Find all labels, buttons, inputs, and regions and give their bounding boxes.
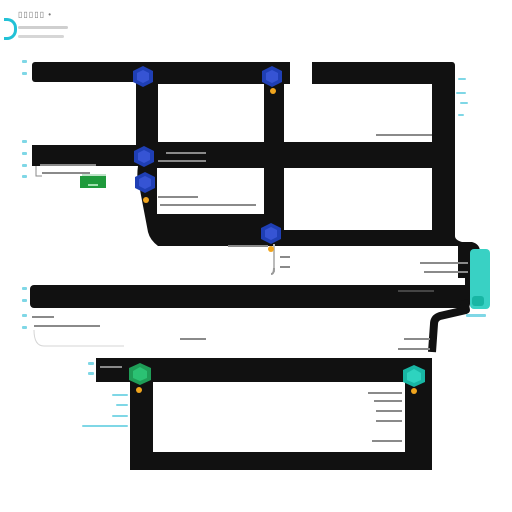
cube-icon[interactable] [129, 363, 151, 385]
header-line [18, 35, 64, 38]
cube-icon[interactable] [262, 66, 282, 87]
horizontal-bar [30, 285, 470, 308]
header-line [18, 26, 68, 29]
orange-dot-icon [143, 197, 149, 203]
exit-highlight [472, 296, 484, 306]
orange-dot-icon [136, 387, 142, 393]
orange-dot-icon [411, 388, 417, 394]
cube-icon[interactable] [261, 223, 281, 244]
cube-icon[interactable] [135, 172, 155, 193]
callouts-left [22, 60, 128, 427]
expand-button-icon [88, 183, 98, 186]
orange-dot-icon [270, 88, 276, 94]
nodes [129, 66, 425, 387]
upper-frame-fill [136, 62, 158, 166]
exit-connector-icon [470, 249, 490, 309]
bracket [35, 166, 42, 177]
header: ▯▯▯▯▯ • [4, 8, 124, 48]
header-title: ▯▯▯▯▯ • [18, 10, 53, 19]
expand-button[interactable] [80, 176, 106, 188]
cube-icon[interactable] [134, 146, 154, 167]
markers [136, 88, 417, 394]
cube-icon[interactable] [133, 66, 153, 87]
node-marks [137, 91, 149, 95]
logo-icon [4, 18, 17, 40]
button-bar [82, 174, 106, 176]
upper-block [32, 62, 480, 296]
callouts-right [456, 78, 486, 317]
drain-hook [270, 267, 275, 275]
connector [428, 299, 470, 353]
orange-dot-icon [268, 246, 274, 252]
bracket [33, 329, 124, 347]
cube-icon[interactable] [403, 365, 425, 387]
corridor-left-upper [32, 62, 142, 82]
text-labels [32, 134, 468, 442]
